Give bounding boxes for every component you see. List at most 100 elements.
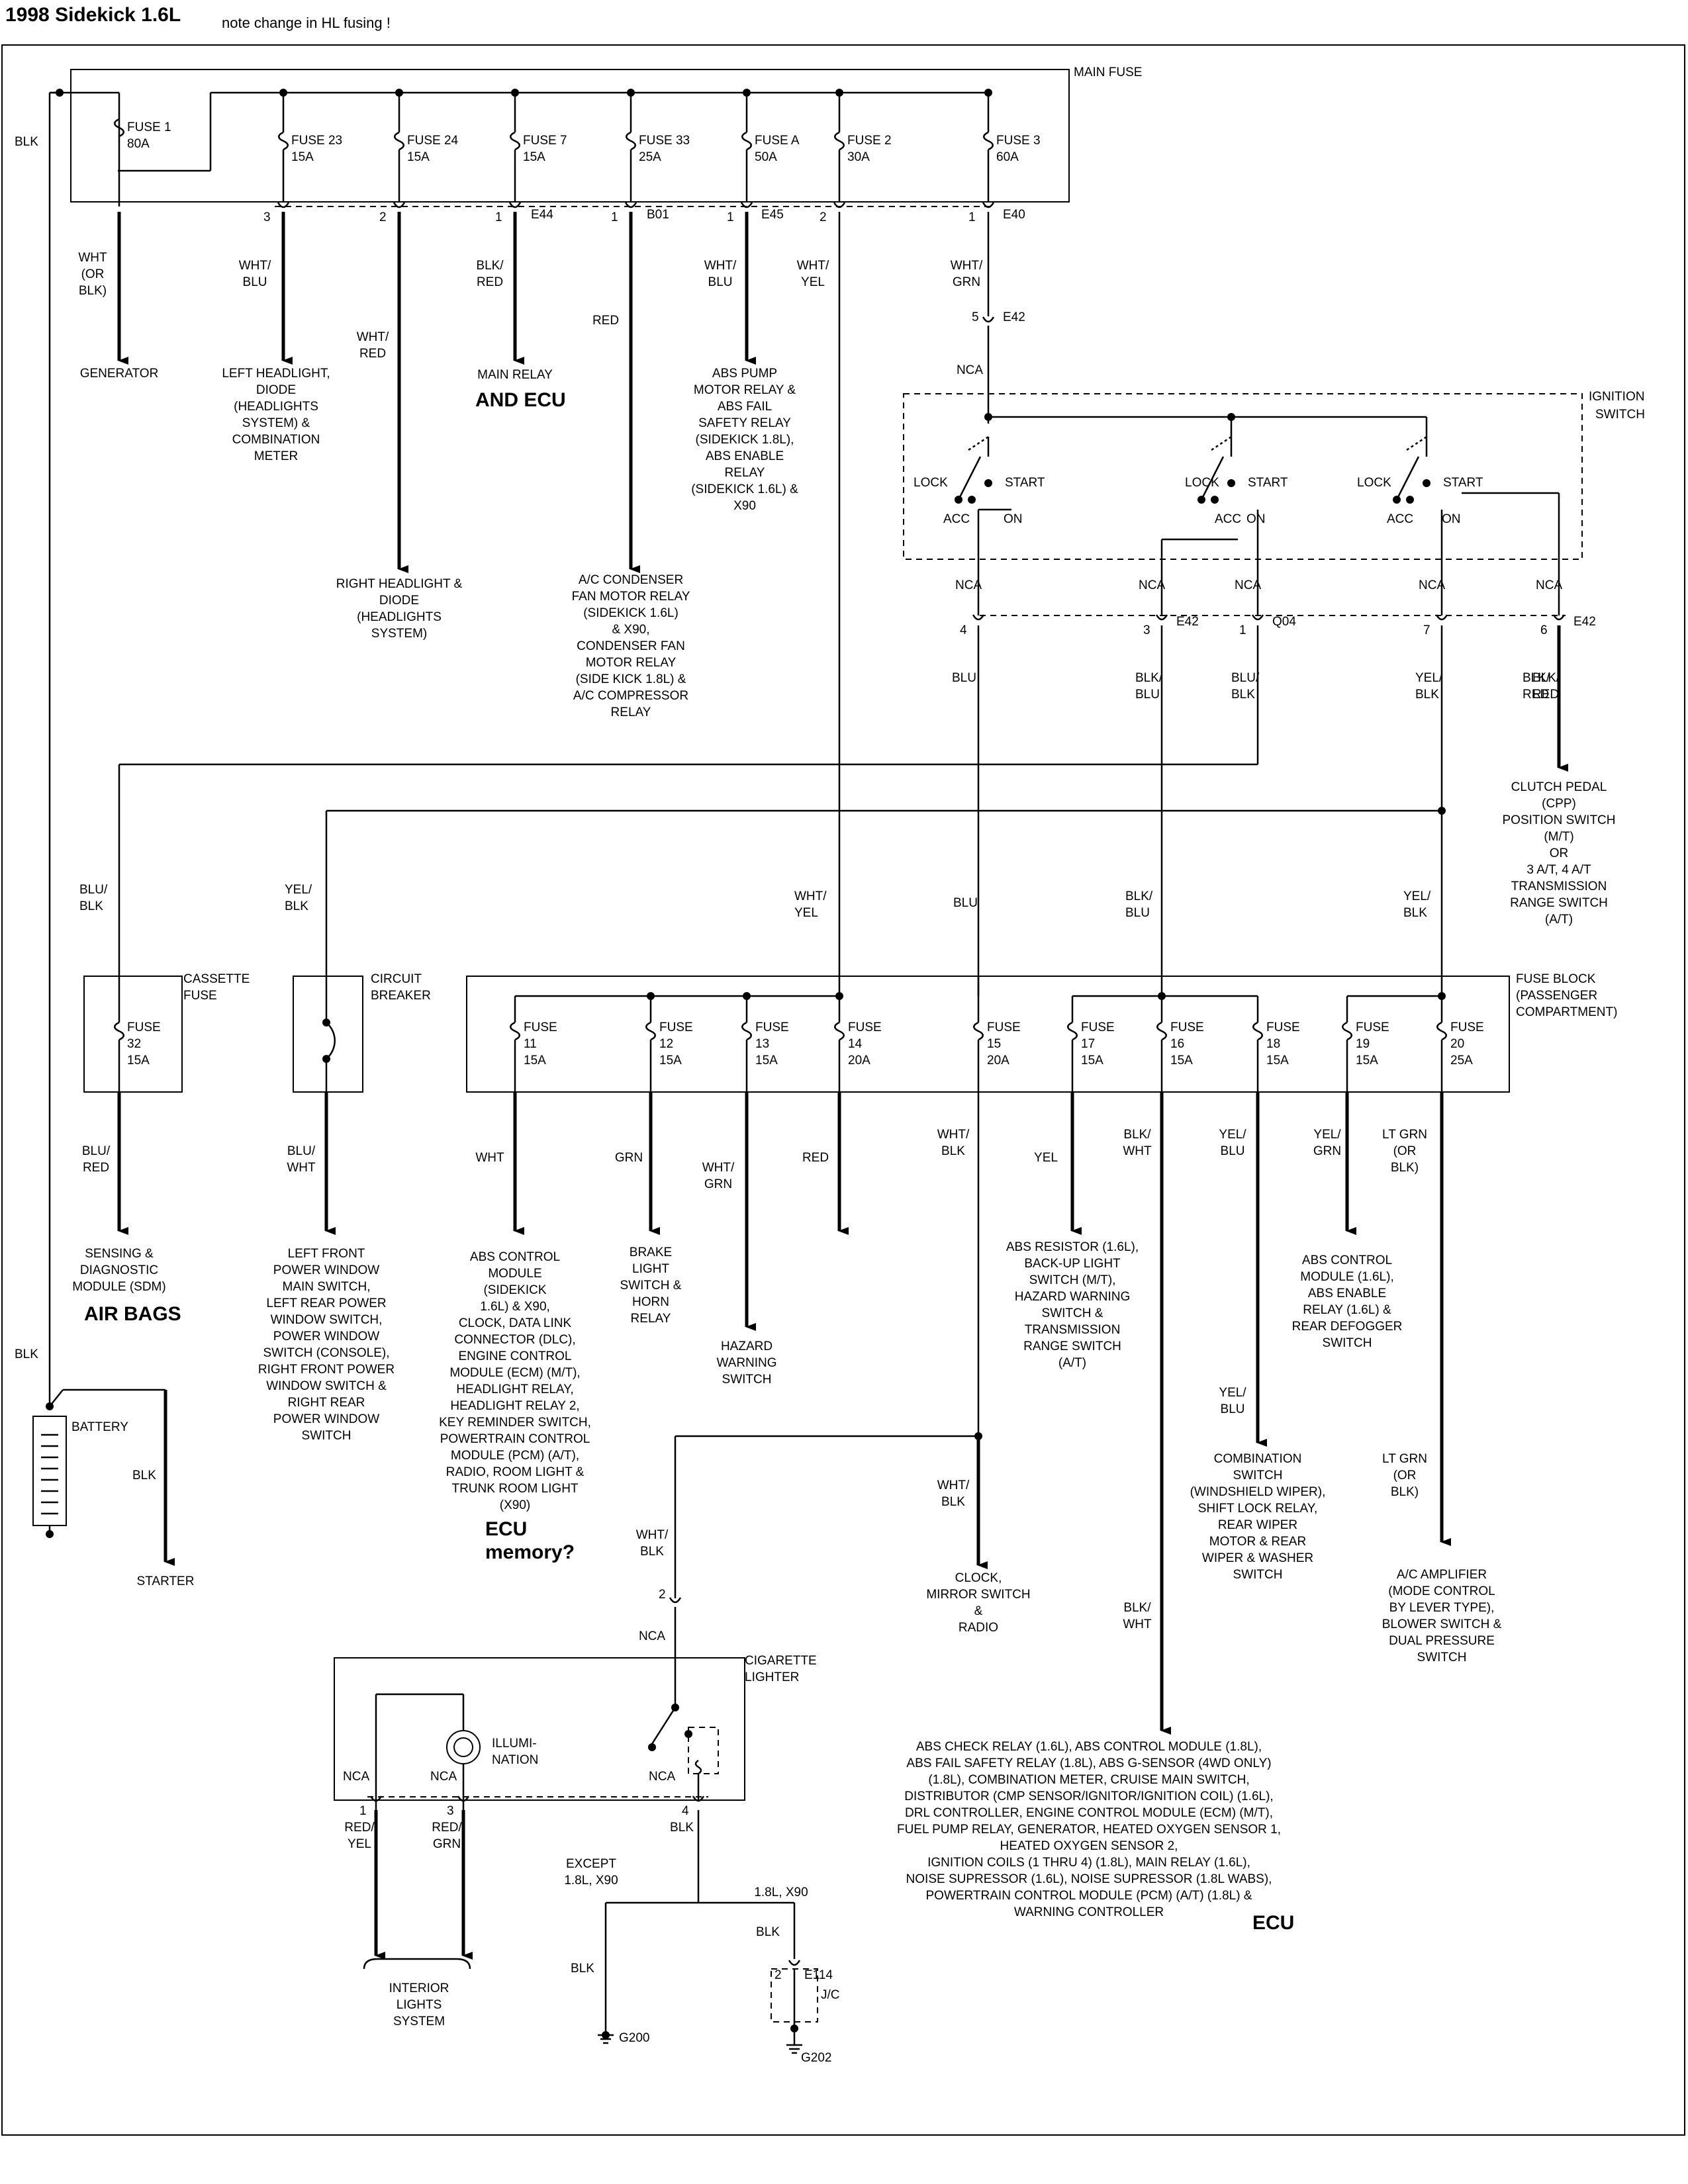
fuse11-label: POWERTRAIN CONTROL bbox=[440, 1432, 590, 1446]
main-fuse-symbol bbox=[626, 131, 636, 151]
fuse-block-fuse-symbol bbox=[1156, 1021, 1167, 1041]
wire-color: YEL/ bbox=[1403, 889, 1431, 903]
illumination-label: ILLUMI- bbox=[492, 1737, 537, 1751]
switch-on-label: ON bbox=[1246, 512, 1266, 526]
ac-condenser-label: RELAY bbox=[611, 705, 651, 719]
main-fuse-name: FUSE 2 bbox=[847, 134, 892, 148]
air-bags-note: AIR BAGS bbox=[84, 1303, 181, 1325]
main-fuse-rating: 15A bbox=[523, 150, 545, 164]
main-fuse-pin-number: 1 bbox=[495, 210, 502, 224]
wire-color: GRN bbox=[953, 275, 980, 289]
e114-pin bbox=[788, 1960, 801, 1966]
main-fuse-name: FUSE A bbox=[755, 134, 800, 148]
interior-lights-label: LIGHTS bbox=[397, 1998, 442, 2012]
fuse16-label: ABS CHECK RELAY (1.6L), ABS CONTROL MODU… bbox=[916, 1740, 1262, 1754]
wire-color: GRN bbox=[433, 1837, 461, 1851]
circuit-breaker-contact bbox=[322, 1019, 330, 1026]
clutch-switch-label: OR bbox=[1550, 846, 1569, 860]
fuse19-label: MODULE (1.6L), bbox=[1300, 1270, 1393, 1284]
fuse-block-fuse-word: FUSE bbox=[1356, 1021, 1389, 1034]
alt-label: 1.8L, X90 bbox=[754, 1886, 808, 1899]
fuse-block-fuse-symbol bbox=[1252, 1021, 1263, 1041]
right-headlight-label: (HEADLIGHTS bbox=[357, 610, 442, 624]
fuse-block-fuse-symbol bbox=[510, 1021, 520, 1041]
fuse-block-fuse-number: 11 bbox=[524, 1037, 537, 1051]
fuse11-label: CONNECTOR (DLC), bbox=[454, 1333, 575, 1347]
wire-color: BLK/ bbox=[1523, 671, 1550, 685]
battery-main-wire: BLK BLK bbox=[15, 89, 64, 1406]
fuse-block-fuse-rating: 20A bbox=[848, 1054, 870, 1068]
abs-pump-label: ABS PUMP bbox=[712, 367, 777, 381]
ac-condenser-label: (SIDEKICK 1.6L) bbox=[583, 606, 679, 620]
lighter-input-pin bbox=[669, 1597, 682, 1604]
switch-contact bbox=[1393, 496, 1401, 504]
right-headlight-label: RIGHT HEADLIGHT & bbox=[336, 577, 463, 591]
fuse13-label: HAZARD bbox=[721, 1340, 773, 1353]
starter-label: STARTER bbox=[137, 1574, 195, 1588]
wire-color: LT GRN bbox=[1382, 1128, 1427, 1142]
ignition-output-pin-number: 4 bbox=[960, 623, 967, 637]
battery-body bbox=[32, 1416, 67, 1526]
fuse19-label: ABS ENABLE bbox=[1308, 1287, 1386, 1300]
wire-color: WHT/ bbox=[357, 330, 389, 344]
fuse-block-fuse-rating: 15A bbox=[1266, 1054, 1289, 1068]
wire-segment bbox=[49, 1389, 64, 1407]
main-fuse-symbol bbox=[741, 131, 752, 151]
illumination-lamp-inner bbox=[453, 1737, 473, 1757]
nca-label: NCA bbox=[957, 363, 983, 377]
left-headlight-label: COMBINATION bbox=[232, 433, 320, 447]
ac-condenser-label: FAN MOTOR RELAY bbox=[572, 590, 690, 604]
wire-color: WHT/ bbox=[951, 259, 983, 273]
fuse-block-fuse-symbol bbox=[1436, 1021, 1447, 1041]
switch-contact bbox=[984, 479, 992, 487]
interior-lights-label: INTERIOR bbox=[389, 1981, 449, 1995]
e114-pin-number: 2 bbox=[774, 1968, 782, 1982]
switch-lock-label: LOCK bbox=[914, 476, 948, 490]
ignition-output-pin-number: 7 bbox=[1423, 623, 1430, 637]
fuse11-label: MODULE bbox=[488, 1267, 541, 1281]
wire-color: YEL/ bbox=[1219, 1386, 1246, 1400]
wire-color: (OR bbox=[1393, 1469, 1417, 1482]
cassette-fuse-rating: 32 bbox=[127, 1037, 141, 1051]
interior-lights-label: SYSTEM bbox=[393, 2015, 445, 2028]
ac-condenser-label: A/C CONDENSER bbox=[579, 573, 683, 587]
lighter-switch bbox=[651, 1707, 677, 1745]
main-fuse-1-symbol bbox=[114, 118, 124, 138]
fuse11-label: KEY REMINDER SWITCH, bbox=[439, 1416, 591, 1430]
fuse-block-fuse-number: 15 bbox=[987, 1037, 1001, 1051]
clutch-switch-label: RANGE SWITCH bbox=[1510, 896, 1608, 910]
fuse17-label: ABS RESISTOR (1.6L), bbox=[1006, 1240, 1139, 1254]
ignition-output-pin-number: 3 bbox=[1143, 623, 1150, 637]
switch-on-label: ON bbox=[1004, 512, 1023, 526]
connector-e45: E45 bbox=[761, 208, 784, 222]
abs-pump-label: (SIDEKICK 1.6L) & bbox=[691, 482, 798, 496]
wire-color: BLK bbox=[285, 899, 308, 913]
fuse15-label: CLOCK, bbox=[955, 1571, 1002, 1585]
fuse11-label: HEADLIGHT RELAY 2, bbox=[450, 1399, 579, 1413]
wire-color: (OR bbox=[81, 267, 105, 281]
main-fuse-symbol bbox=[510, 131, 520, 151]
fuse-block-fuse-number: 12 bbox=[659, 1037, 673, 1051]
wire-color: BLU bbox=[953, 896, 978, 910]
main-fuse-rating: 25A bbox=[639, 150, 661, 164]
main-fuse-rating: 15A bbox=[407, 150, 430, 164]
fuse20-label: DUAL PRESSURE bbox=[1389, 1634, 1495, 1648]
wire-color: RED/ bbox=[432, 1821, 462, 1835]
fuse18-label: COMBINATION bbox=[1214, 1452, 1302, 1466]
main-fuse-connector-pin bbox=[740, 202, 753, 208]
wire-color: WHT/ bbox=[937, 1128, 970, 1142]
ignition-output-connector: E42 bbox=[1573, 615, 1596, 629]
fuse-block-label: (PASSENGER bbox=[1516, 989, 1597, 1003]
fuse-block-fuse-rating: 15A bbox=[1356, 1054, 1378, 1068]
wire-color: WHT bbox=[78, 251, 107, 265]
ecu-memory-note: ECU bbox=[485, 1518, 527, 1540]
fuse-block-fuse-rating: 25A bbox=[1450, 1054, 1473, 1068]
fuse-block-fuse-number: 14 bbox=[848, 1037, 863, 1051]
fuse16-label: NOISE SUPRESSOR (1.6L), NOISE SUPRESSOR … bbox=[906, 1872, 1272, 1886]
nca-label: NCA bbox=[639, 1629, 665, 1643]
main-fuse-pin-number: 2 bbox=[379, 210, 387, 224]
wire-color: WHT bbox=[1123, 1617, 1152, 1631]
ac-condenser-label: CONDENSER FAN bbox=[577, 639, 685, 653]
power-window-label: RIGHT FRONT POWER bbox=[258, 1363, 395, 1377]
